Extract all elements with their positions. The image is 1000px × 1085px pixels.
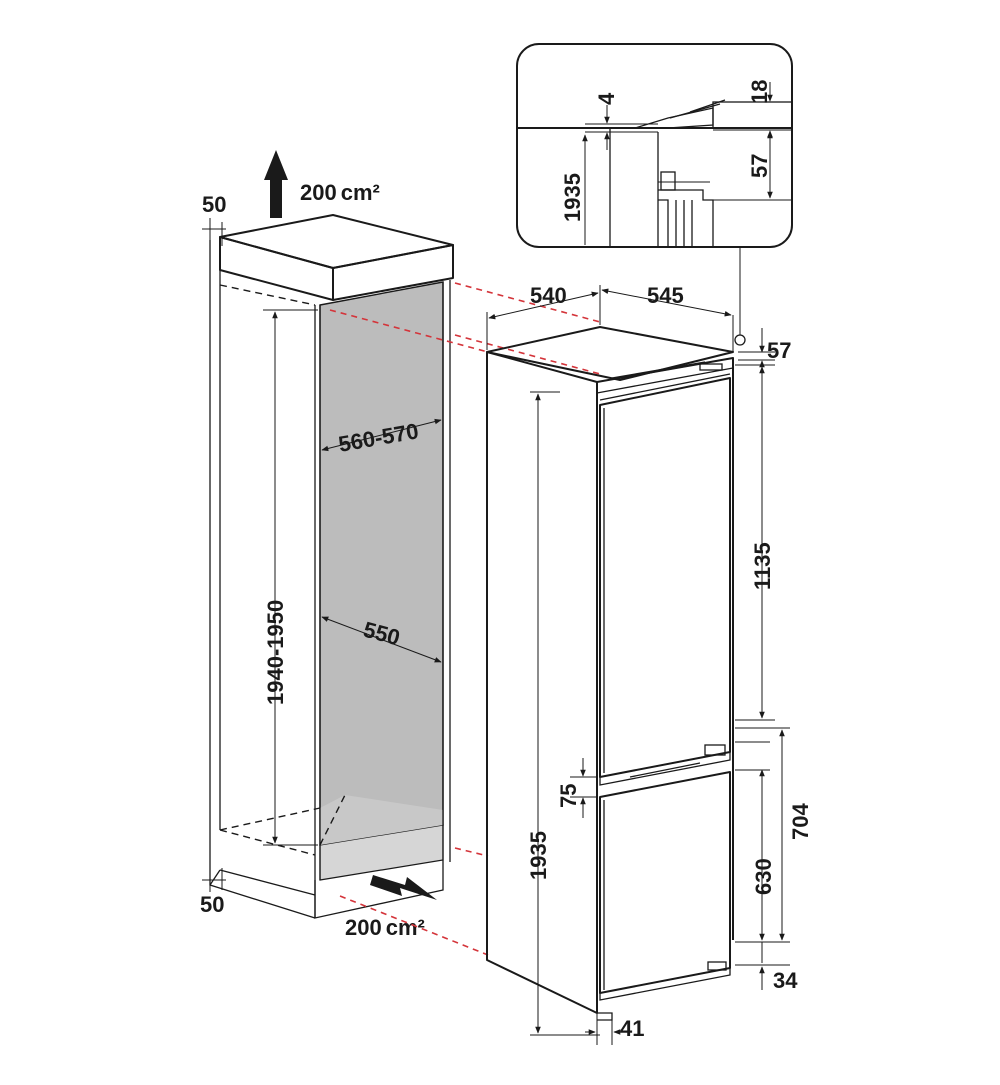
appliance-width-label: 540 <box>530 283 567 308</box>
bottom-vent-arrow <box>370 875 437 900</box>
upper-door <box>599 377 731 778</box>
appliance-side <box>486 351 598 1014</box>
plinth-gap-dimension <box>735 942 790 990</box>
detail-gap-label: 4 <box>594 92 619 105</box>
detail-top-label: 18 <box>747 80 772 104</box>
top-offset-label: 57 <box>767 338 791 363</box>
appliance-depth-label: 545 <box>647 283 684 308</box>
niche-cabinet <box>209 214 454 919</box>
lower-zone-dimension <box>735 727 790 943</box>
niche-top-box-side <box>332 244 454 301</box>
detail-hinge-label: 57 <box>747 154 772 178</box>
detail-pointer <box>734 334 746 346</box>
appliance-width-dimension <box>486 285 601 350</box>
niche-top-box-front <box>219 236 334 301</box>
niche-height-dimension <box>263 309 318 846</box>
upper-door-label: 1135 <box>750 542 775 590</box>
detail-frame <box>516 43 793 248</box>
niche-bottom-gap-dimension <box>202 868 226 892</box>
appliance-height-label: 1935 <box>526 831 551 880</box>
door-gap-label: 75 <box>556 784 581 808</box>
appliance-body <box>486 326 734 1021</box>
door-gap-dimension <box>570 758 598 818</box>
plinth-gap-label: 34 <box>773 968 798 993</box>
niche-depth-dimension <box>321 616 442 663</box>
top-vent-arrow <box>264 150 288 218</box>
niche-bottom-gap-label: 50 <box>200 892 224 917</box>
niche-back-wall <box>319 281 444 846</box>
niche-top-gap-dimension <box>202 218 226 246</box>
niche-top-box-top <box>219 214 454 269</box>
appliance-height-dimension <box>530 391 600 1036</box>
niche-height-label: 1940-1950 <box>263 600 288 705</box>
niche-width-dimension <box>321 418 442 452</box>
niche-top-gap-label: 50 <box>202 192 226 217</box>
lower-door <box>599 771 731 994</box>
appliance-depth-dimension <box>601 288 734 352</box>
front-offset-dimension <box>585 1012 625 1045</box>
upper-door-dimension <box>735 364 775 721</box>
lower-door-label: 630 <box>751 858 776 895</box>
front-offset-label: 41 <box>620 1016 644 1041</box>
detail-inset <box>516 43 793 248</box>
detail-height-label: 1935 <box>560 173 585 222</box>
lower-zone-label: 704 <box>788 803 813 840</box>
